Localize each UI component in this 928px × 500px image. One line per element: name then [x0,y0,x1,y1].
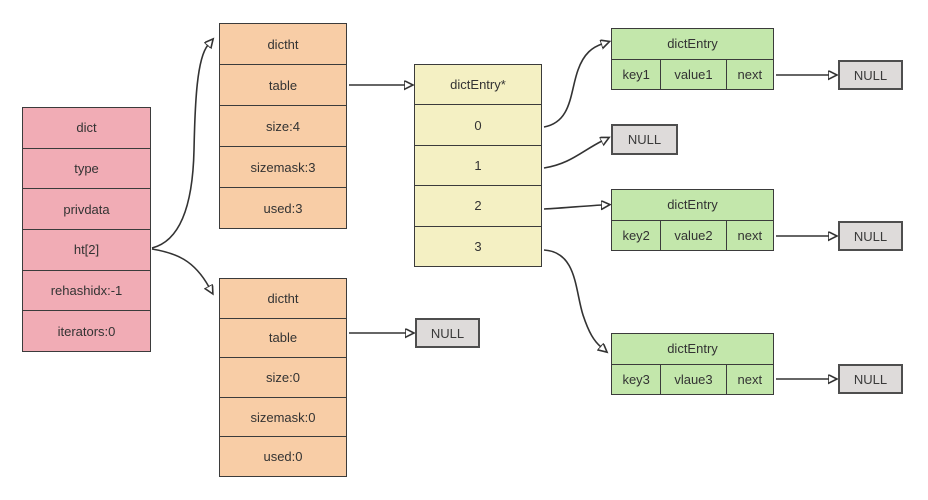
arrow-ht2-to-dictht-top [151,45,208,249]
dict-row-privdata: privdata [23,188,150,229]
bucket-title-row: dictEntry* [450,77,506,93]
entry2-value-cell: value2 [660,220,725,250]
dictht-bottom-title-row: dictht [267,290,299,306]
dictht-bottom-row-sizemask: sizemask:0 [220,396,346,437]
dict-title-row: dict [76,120,97,136]
arrow-slot0-to-entry1 [543,44,602,128]
null-after-entry3: NULL [838,364,903,394]
bucket-array: dictEntry* 0 1 2 3 [414,64,542,267]
dictht-top-row-used: used:3 [220,187,346,228]
dictht-top-struct: dictht table size:4 sizemask:3 used:3 [219,23,347,229]
null-slot1: NULL [611,124,678,155]
dictht-top-row-sizemask: sizemask:3 [220,146,346,187]
bucket-slot-0: 0 [415,104,541,144]
arrow-ht2-to-dictht-bottom [151,248,209,287]
arrow-slot3-to-entry3 [543,249,601,347]
entry1-key-cell: key1 [622,66,650,82]
bucket-slot-1: 1 [415,144,541,185]
dictht-top-row-size: size:4 [220,105,346,146]
dict-row-type: type [23,147,150,189]
dict-row-rehashidx: rehashidx:-1 [23,269,150,311]
dict-entry-3: dictEntry key3 vlaue3 next [611,333,774,395]
dict-row-ht2: ht[2] [23,229,150,270]
entry3-key-cell: key3 [622,371,650,387]
entry1-value-cell: value1 [660,59,725,89]
entry1-next-cell: next [725,59,773,89]
entry3-title: dictEntry [667,341,718,357]
dict-entry-1: dictEntry key1 value1 next [611,28,774,90]
dict-row-iterators: iterators:0 [23,310,150,351]
dict-struct: dict type privdata ht[2] rehashidx:-1 it… [22,107,151,352]
dictht-bottom-row-size: size:0 [220,357,346,397]
entry2-title: dictEntry [667,197,718,213]
entry2-next-cell: next [725,220,773,250]
entry3-value-cell: vlaue3 [660,364,725,394]
dictht-bottom-row-table: table [220,317,346,358]
bucket-slot-2: 2 [415,185,541,225]
entry3-next-cell: next [725,364,773,394]
null-after-entry1: NULL [838,60,903,90]
dictht-top-row-table: table [220,64,346,105]
dictht-bottom-struct: dictht table size:0 sizemask:0 used:0 [219,278,347,477]
entry1-title: dictEntry [667,36,718,52]
null-table-bottom: NULL [415,318,480,348]
arrow-slot2-to-entry2 [543,205,602,209]
null-after-entry2: NULL [838,221,903,251]
dictht-top-title-row: dictht [267,36,299,52]
dict-entry-2: dictEntry key2 value2 next [611,189,774,251]
dictht-bottom-row-used: used:0 [220,436,346,476]
arrow-slot1-to-null [543,141,602,169]
entry2-key-cell: key2 [622,227,650,243]
bucket-slot-3: 3 [415,225,541,266]
